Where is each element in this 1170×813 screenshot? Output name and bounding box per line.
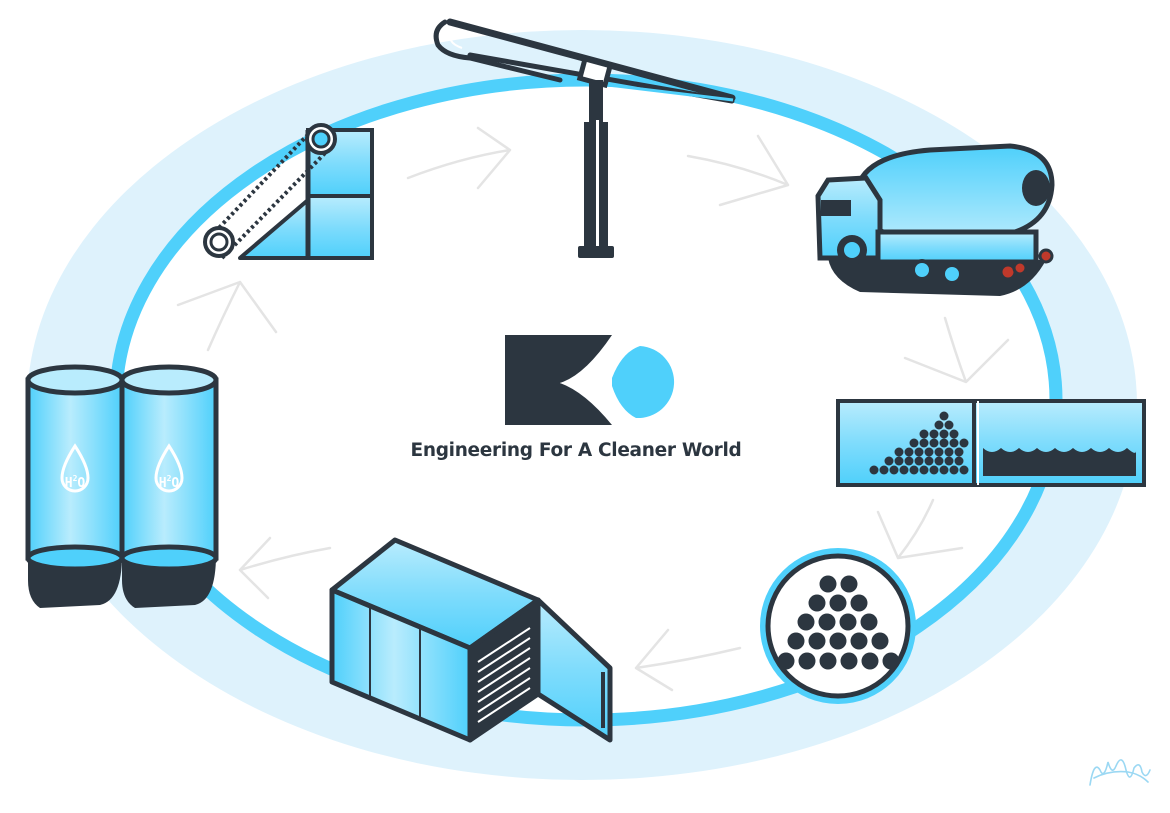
tagline: Engineering For A Cleaner World (410, 440, 742, 461)
flow-arrows (176, 126, 1010, 692)
mixer-truck-icon (815, 143, 1055, 296)
flow-arrow (176, 280, 278, 352)
tank-label-right: H2O (158, 474, 180, 491)
company-logo (505, 335, 675, 425)
furnace-unit-icon (329, 537, 613, 743)
sediment-tank-icon (836, 399, 1146, 487)
conveyor-icon (203, 122, 374, 260)
signature-mark (1089, 759, 1151, 786)
filter-media-icon (760, 548, 916, 704)
flow-arrow (686, 134, 790, 207)
flow-arrow (903, 316, 1010, 384)
flow-arrow (634, 628, 742, 692)
flow-arrow (876, 498, 964, 560)
hydraulic-boom-icon (433, 18, 736, 258)
water-tanks-icon (25, 364, 219, 608)
flow-arrow (406, 126, 512, 190)
flow-arrow (238, 536, 332, 600)
tank-label-left: H2O (64, 474, 86, 491)
